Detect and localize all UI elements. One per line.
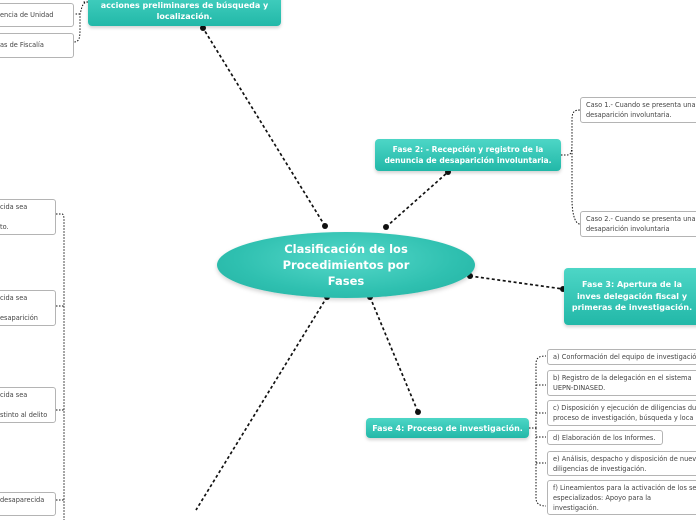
phase-1-label: acciones preliminares de búsqueda y loca…	[100, 1, 269, 21]
phase-4-label: Fase 4: Proceso de investigación.	[372, 423, 523, 433]
phase-4-leaf[interactable]: e) Análisis, despacho y disposición de n…	[547, 451, 696, 476]
phase-3-label: Fase 3: Apertura de la inves delegación …	[571, 280, 693, 313]
phase-1-leaf[interactable]: encia de Unidad	[0, 3, 74, 27]
phase-2-leaf[interactable]: Caso 1.- Cuando se presenta una desapari…	[580, 97, 696, 123]
phase-3-node[interactable]: Fase 3: Apertura de la inves delegación …	[564, 268, 696, 325]
central-topic-label: Clasificación de los Procedimientos por …	[282, 242, 410, 288]
phase-4-leaf[interactable]: c) Disposición y ejecución de diligencia…	[547, 400, 696, 426]
phase-2-label: Fase 2: - Recepción y registro de la den…	[384, 145, 552, 165]
phase-2-leaf[interactable]: Caso 2.- Cuando se presenta una desapari…	[580, 211, 696, 237]
left-leaf[interactable]: cida sea to.	[0, 199, 56, 235]
left-leaf[interactable]: cida sea stinto al delito	[0, 387, 56, 423]
left-leaf[interactable]: desaparecida	[0, 492, 56, 516]
phase-4-leaf[interactable]: f) Lineamientos para la activación de lo…	[547, 480, 696, 515]
phase-4-leaf[interactable]: a) Conformación del equipo de investigac…	[547, 349, 696, 365]
phase-1-node[interactable]: acciones preliminares de búsqueda y loca…	[88, 0, 281, 26]
left-leaf[interactable]: cida sea esaparición	[0, 290, 56, 326]
phase-1-leaf[interactable]: as de Fiscalía	[0, 33, 74, 58]
phase-4-leaf[interactable]: b) Registro de la delegación en el siste…	[547, 370, 696, 396]
phase-2-node[interactable]: Fase 2: - Recepción y registro de la den…	[375, 139, 561, 171]
phase-4-node[interactable]: Fase 4: Proceso de investigación.	[366, 418, 529, 438]
phase-4-leaf[interactable]: d) Elaboración de los Informes.	[547, 430, 663, 445]
central-topic[interactable]: Clasificación de los Procedimientos por …	[217, 232, 475, 298]
